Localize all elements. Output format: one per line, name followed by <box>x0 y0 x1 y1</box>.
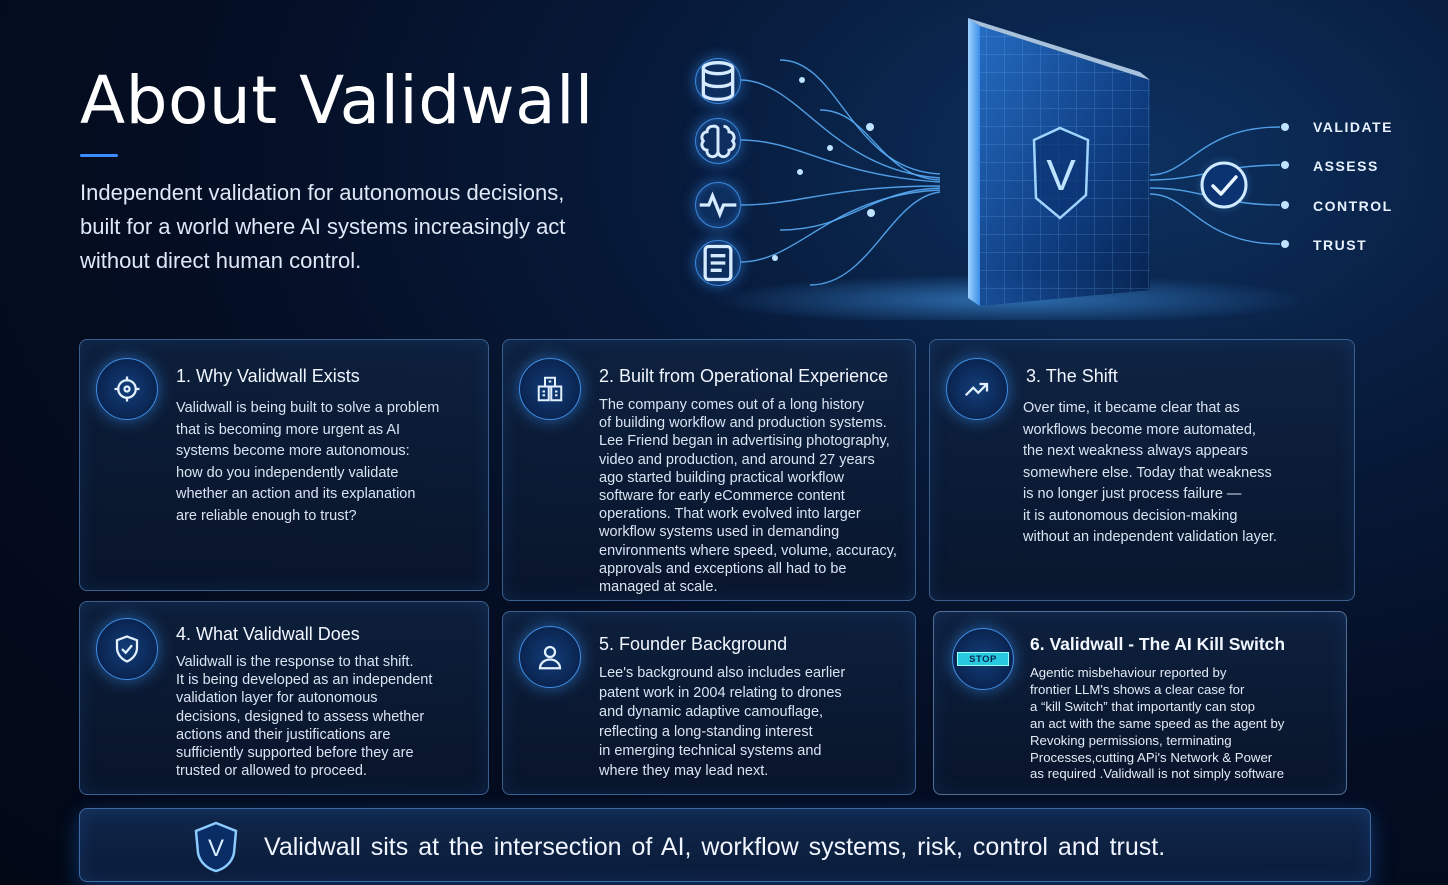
card-line: approvals and exceptions all had to be <box>599 560 847 577</box>
card-operational-experience: 2. Built from Operational Experience The… <box>502 339 916 601</box>
card-body: Lee's background also includes earlier p… <box>599 664 905 781</box>
card-line: Lee Friend began in advertising photogra… <box>599 433 890 450</box>
card-line: and dynamic adaptive camouflage, <box>599 704 824 720</box>
card-line: environments where speed, volume, accura… <box>599 542 897 559</box>
card-line: frontier LLM's shows a clear case for <box>1030 681 1245 697</box>
card-line: Validwall is the response to that shift. <box>176 654 414 670</box>
page-title: About Validwall <box>80 62 594 139</box>
card-line: the next weakness always appears <box>1023 443 1248 459</box>
card-line: somewhere else. Today that weakness <box>1023 464 1272 481</box>
card-line: actions and their justifications are <box>176 726 391 743</box>
shield-v-icon: V <box>194 821 238 873</box>
database-icon <box>695 58 741 104</box>
card-line: workflows become more automated, <box>1023 421 1256 438</box>
card-line: managed at scale. <box>599 579 718 596</box>
card-line: as required .Validwall is not simply sof… <box>1030 766 1285 782</box>
card-line: The company comes out of a long history <box>599 397 865 413</box>
page-subtitle: Independent validation for autonomous de… <box>80 176 600 278</box>
card-body: Over time, it became clear that as workf… <box>1023 398 1344 549</box>
card-line: operations. That work evolved into large… <box>599 506 861 523</box>
card-line: Validwall is being built to solve a prob… <box>176 400 440 416</box>
card-line: systems become more autonomous: <box>176 443 410 459</box>
subtitle-line: without direct human control. <box>80 248 362 273</box>
card-line: a “kill Switch” that importantly can sto… <box>1030 698 1256 714</box>
card-line: whether an action and its explanation <box>176 486 416 502</box>
card-line: Processes,cutting APi's Network & Power <box>1030 749 1273 765</box>
card-line: Agentic misbehaviour reported by <box>1030 665 1227 680</box>
building-icon <box>519 358 581 420</box>
card-the-shift: 3. The Shift Over time, it became clear … <box>929 339 1355 601</box>
card-title: 3. The Shift <box>1026 366 1118 386</box>
footer-banner: V Validwall sits at the intersection of … <box>79 808 1371 882</box>
card-line: software for early eCommerce content <box>599 488 845 505</box>
brain-icon <box>695 118 741 164</box>
title-underline <box>80 154 118 157</box>
card-line: reflecting a long-standing interest <box>599 723 813 740</box>
target-icon <box>96 358 158 420</box>
card-line: are reliable enough to trust? <box>176 507 357 524</box>
pulse-icon <box>695 182 741 228</box>
card-line: ago started building practical workflow <box>599 469 845 486</box>
subtitle-line: Independent validation for autonomous de… <box>80 180 565 205</box>
card-why-validwall-exists: 1. Why Validwall Exists Validwall is bei… <box>79 339 489 591</box>
card-line: Over time, it became clear that as <box>1023 400 1240 416</box>
card-body: Validwall is the response to that shift.… <box>176 653 478 780</box>
output-label-assess: ASSESS <box>1313 158 1379 174</box>
card-line: video and production, and around 27 year… <box>599 451 875 468</box>
card-founder-background: 5. Founder Background Lee's background a… <box>502 611 916 795</box>
card-line: without an independent validation layer. <box>1023 529 1277 545</box>
card-title: 6. Validwall - The AI Kill Switch <box>1030 634 1286 654</box>
card-line: decisions, designed to assess whether <box>176 708 425 725</box>
person-icon <box>519 626 581 688</box>
card-title: 2. Built from Operational Experience <box>599 366 889 386</box>
card-line: workflow systems used in demanding <box>599 524 840 541</box>
card-line: an act with the same speed as the agent … <box>1030 715 1285 731</box>
card-line: trusted or allowed to proceed. <box>176 763 368 780</box>
card-line: It is being developed as an independent <box>176 672 433 689</box>
stop-badge: STOP <box>957 652 1009 666</box>
card-body: Validwall is being built to solve a prob… <box>176 398 478 527</box>
card-body: The company comes out of a long history … <box>599 396 905 596</box>
card-line: in emerging technical systems and <box>599 743 822 759</box>
shield-check-icon <box>96 618 158 680</box>
document-icon <box>695 240 741 286</box>
card-line: patent work in 2004 relating to drones <box>599 684 842 701</box>
card-title: 1. Why Validwall Exists <box>176 366 360 386</box>
output-label-control: CONTROL <box>1313 198 1393 214</box>
card-line: Revoking permissions, terminating <box>1030 732 1232 748</box>
card-line: where they may lead next. <box>599 762 769 779</box>
card-line: validation layer for autonomous <box>176 690 378 707</box>
card-line: of building workflow and production syst… <box>599 415 887 432</box>
card-title: 4. What Validwall Does <box>176 624 360 644</box>
hero-illustration: V VALID <box>680 0 1448 326</box>
stop-icon: STOP <box>952 628 1014 690</box>
footer-shield-letter: V <box>208 835 224 862</box>
subtitle-line: built for a world where AI systems incre… <box>80 214 566 239</box>
card-ai-kill-switch: STOP 6. Validwall - The AI Kill Switch A… <box>933 611 1347 795</box>
card-what-validwall-does: 4. What Validwall Does Validwall is the … <box>79 601 489 795</box>
card-line: is no longer just process failure — <box>1023 486 1242 502</box>
card-line: sufficiently supported before they are <box>176 745 414 762</box>
validation-wall-graphic: V <box>710 18 1310 326</box>
card-line: Lee's background also includes earlier <box>599 665 846 681</box>
output-label-trust: TRUST <box>1313 237 1368 253</box>
card-line: it is autonomous decision-making <box>1023 507 1238 524</box>
wall-letter: V <box>1046 151 1076 200</box>
trend-up-icon <box>946 358 1008 420</box>
output-label-validate: VALIDATE <box>1313 119 1393 135</box>
card-body: Agentic misbehaviour reported by frontie… <box>1030 665 1336 783</box>
card-title: 5. Founder Background <box>599 634 788 654</box>
footer-tagline: Validwall sits at the intersection of AI… <box>264 833 1166 861</box>
card-line: how do you independently validate <box>176 464 399 481</box>
card-line: that is becoming more urgent as AI <box>176 421 401 438</box>
